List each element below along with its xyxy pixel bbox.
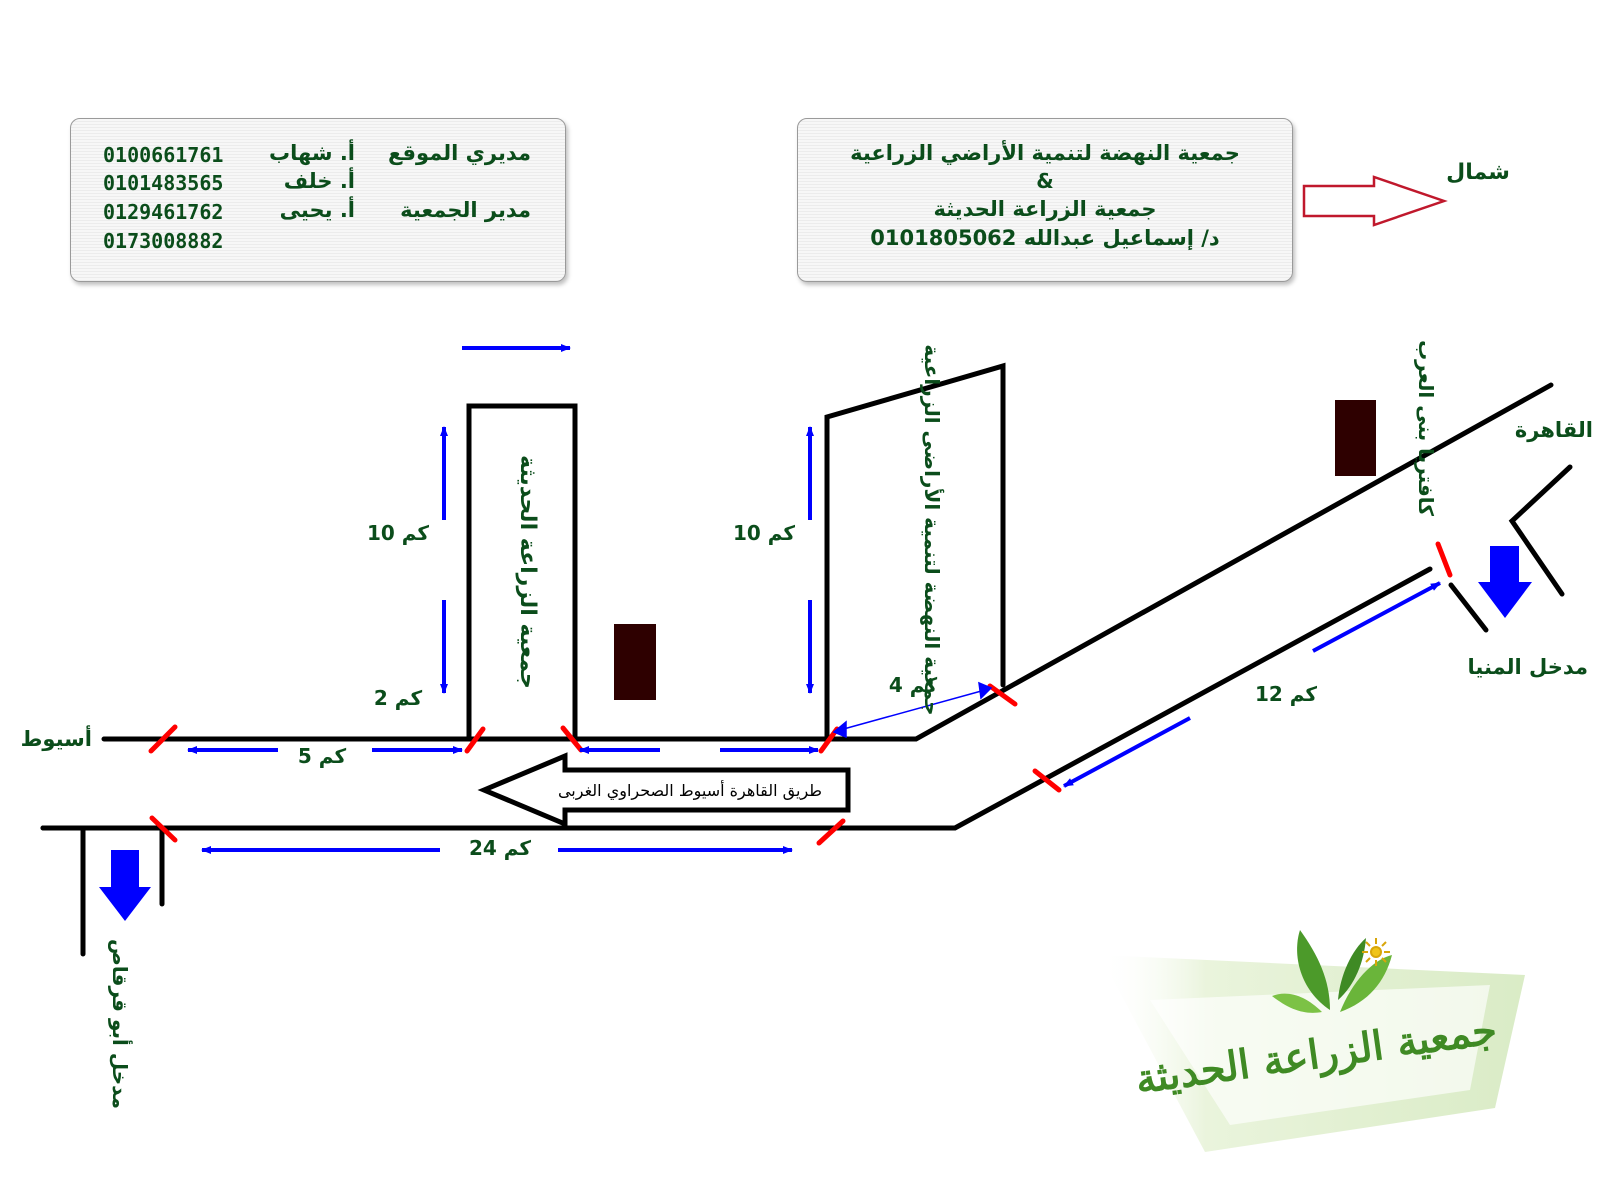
kafr-bani-arab-label: كافتريا بنى العرب [1414,340,1438,516]
building-right [1335,400,1376,476]
association-box: جمعية النهضة لتنمية الأراضي الزراعية & ج… [797,118,1293,282]
building-left [614,624,656,700]
abu-qurqas-left-curb [40,825,86,957]
north-label: شمال [1446,160,1510,185]
phone-yahya-2: 0173008882 [103,229,224,253]
phone-khalaf: 0101483565 [103,171,224,195]
site-managers-label: مديري الموقع [387,141,531,165]
association-name-modern: جمعية الزراعة الحديثة [933,197,1157,221]
upper-road [101,382,1554,742]
modern-agri-plot-label: جمعية الزراعة الحديثة [515,455,540,689]
association-manager-label: مدير الجمعية [400,198,531,222]
ampersand: & [1036,169,1054,193]
minya-down-arrow-icon [1478,546,1532,618]
lower-road [40,566,1433,831]
manager-name-yahya: أ. يحيى [279,198,355,222]
abu-qurqas-entrance-label: مدخل أبو قرقاص [108,939,134,1109]
manager-name-shehab: أ. شهاب [269,141,355,165]
nahda-plot-outline [824,362,1006,742]
twelve-km-up-arrow-icon [1312,581,1441,653]
phone-yahya-1: 0129461762 [103,200,224,224]
road-sign [477,752,851,828]
distance-5: 5 كم [298,744,347,768]
association-name-nahda: جمعية النهضة لتنمية الأراضي الزراعية [850,141,1240,165]
assiut-label: أسيوط [21,724,92,751]
road-name: طريق القاهرة أسيوط الصحراوي الغربى [558,780,822,801]
north-arrow-icon [1302,175,1448,227]
twelve-km-down-arrow-icon [1063,716,1191,788]
distance-2: 2 كم [374,686,423,710]
sun-icon [1362,938,1390,966]
sprout-icon [1272,930,1392,1013]
minya-entrance-south-curb [1448,582,1489,633]
four-km-arrow-icon [832,681,993,739]
nahda-plot-label: جمعية النهضة لتنمية الأراضى الزراعية [920,344,945,715]
minya-entrance-north-curb [1508,464,1573,597]
distance-arrows [187,344,1441,854]
distance-12: 12 كم [1255,682,1317,706]
roads [40,362,1573,957]
distance-10-left: 10 كم [367,521,429,545]
abu-qurqas-down-arrow-icon [99,850,151,921]
modern-agri-plot-outline [466,403,578,742]
manager-name-khalaf: أ. خلف [283,169,355,193]
minya-entrance-label: مدخل المنيا [1467,655,1588,679]
phone-shehab: 0100661761 [103,143,224,167]
association-logo: جمعية الزراعة الحديثة [1100,930,1525,1152]
cairo-label: القاهرة [1515,418,1593,442]
distance-10-right: 10 كم [733,521,795,545]
contacts-box: مديري الموقع أ. شهاب 0100661761 أ. خلف 0… [70,118,566,282]
nahda-plot-label-text: جمعية النهضة لتنمية الأراضى الزراعية [920,344,945,715]
distance-4: 4 كم [889,673,938,697]
distance-24: 24 كم [469,836,531,860]
contact-ismail: د/ إسماعيل عبدالله 0101805062 [870,226,1220,250]
